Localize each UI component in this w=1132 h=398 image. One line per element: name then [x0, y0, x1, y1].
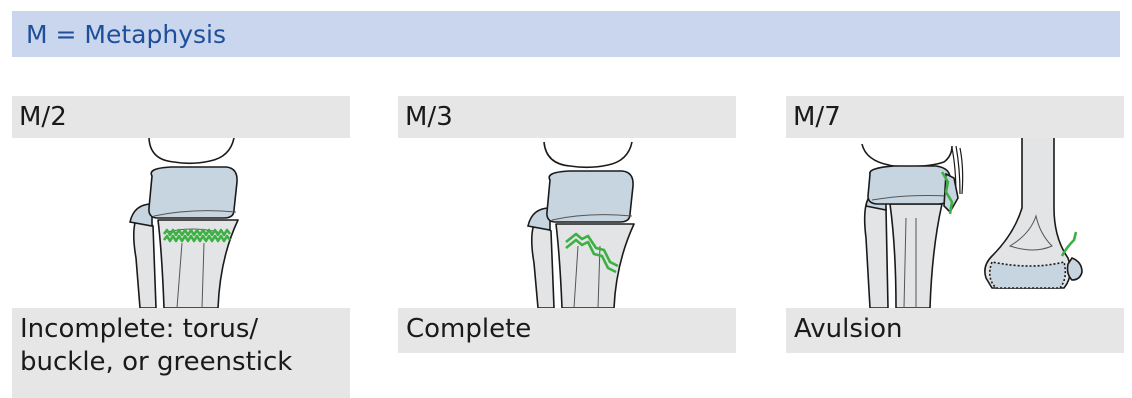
panel-m3: M/3 Complete	[398, 96, 736, 353]
panel-m7: M/7 Avulsion	[786, 96, 1124, 353]
panel-code: M/3	[398, 96, 736, 138]
avulsion-fracture-illustration	[786, 138, 1124, 308]
panel-code: M/7	[786, 96, 1124, 138]
panel-caption: Avulsion	[786, 308, 1124, 353]
tibia-complete-fracture-illustration	[398, 138, 736, 308]
section-title: M = Metaphysis	[26, 20, 226, 49]
section-banner: M = Metaphysis	[12, 11, 1120, 57]
panel-code: M/2	[12, 96, 350, 138]
tibia-torus-fracture-illustration	[12, 138, 350, 308]
panel-caption: Complete	[398, 308, 736, 353]
panel-caption: Incomplete: torus/ buckle, or greenstick	[12, 308, 350, 398]
panel-m2: M/2 Incomplete: torus/ buckle, or greens…	[12, 96, 350, 398]
